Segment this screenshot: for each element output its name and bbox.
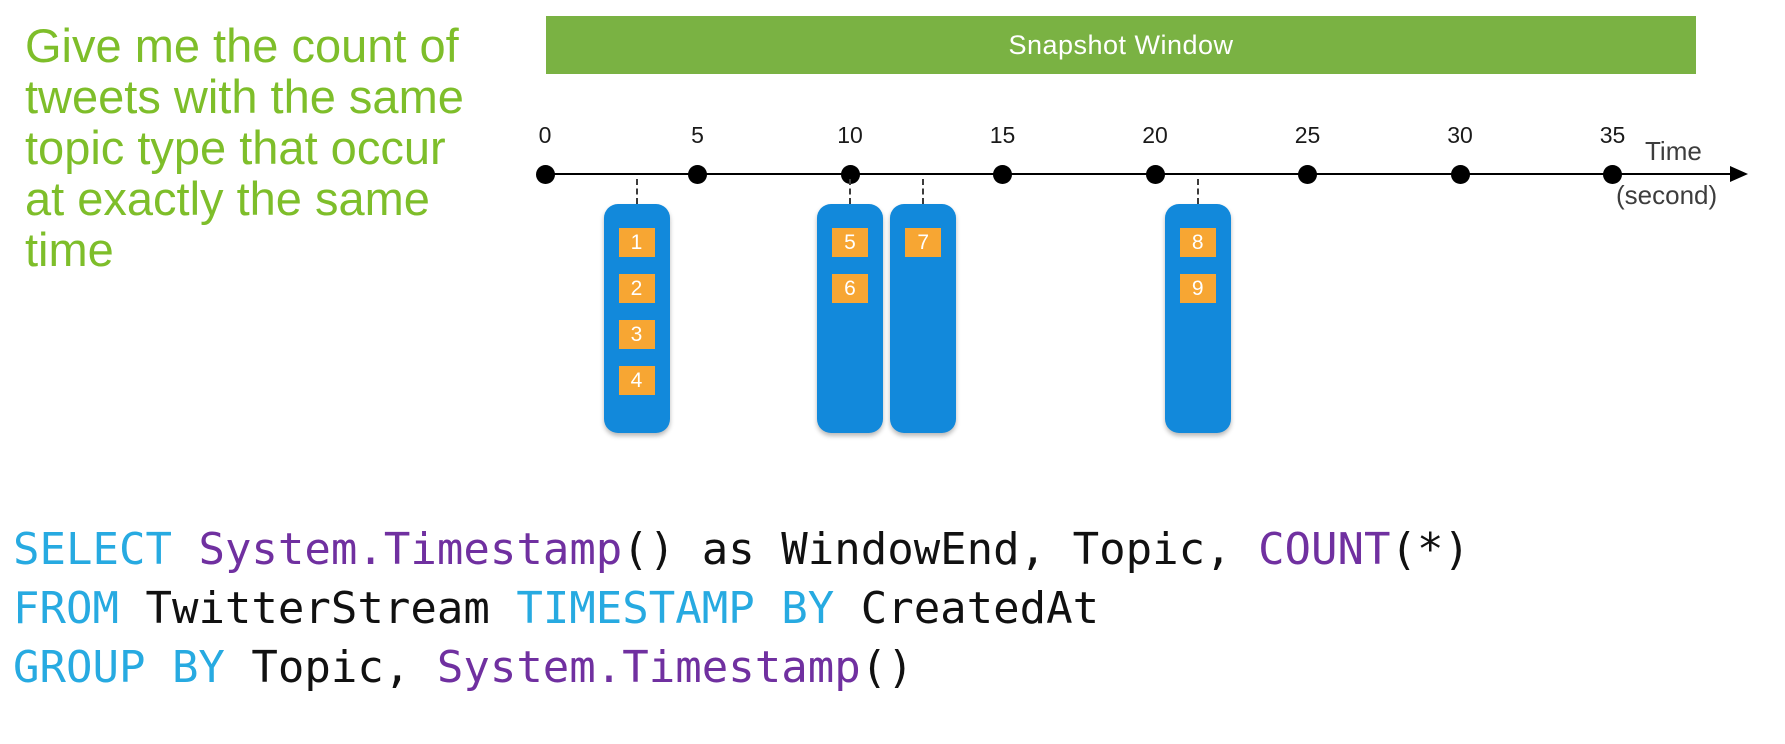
time-tick-label: 10 (837, 122, 863, 148)
time-tick-label: 25 (1294, 122, 1321, 148)
time-tick-label: 15 (989, 122, 1016, 148)
sql-code-line: FROM TwitterStream TIMESTAMP BY CreatedA… (13, 579, 1470, 638)
event-chip: 2 (618, 274, 655, 303)
sql-code-line: SELECT System.Timestamp() as WindowEnd, … (13, 520, 1470, 579)
time-tick-label: 5 (691, 122, 704, 148)
time-axis-arrowhead-icon (1730, 166, 1748, 182)
sql-token-plain: () (860, 642, 914, 693)
time-tick-dot (1603, 165, 1622, 184)
sql-code-line: GROUP BY Topic, System.Timestamp() (13, 638, 1470, 697)
event-chip: 8 (1179, 228, 1216, 257)
time-tick-dot (993, 165, 1012, 184)
event-group-connector (922, 179, 925, 204)
event-group-box: 7 (890, 204, 957, 433)
event-chip: 1 (618, 228, 655, 257)
sql-token-keyword: TIMESTAMP BY (516, 583, 835, 634)
event-chip: 4 (618, 366, 655, 395)
sql-token-plain: () as WindowEnd, Topic, (622, 524, 1259, 575)
sql-token-plain: TwitterStream (118, 583, 517, 634)
sql-token-plain: (*) (1390, 524, 1470, 575)
time-tick-label: 30 (1447, 122, 1473, 148)
time-axis-line (545, 173, 1737, 175)
question-line: topic type that occur (25, 121, 446, 174)
time-axis-label: Time (1645, 136, 1702, 166)
question-text: Give me the count of tweets with the sam… (25, 20, 464, 275)
sql-query: SELECT System.Timestamp() as WindowEnd, … (13, 520, 1470, 697)
question-line: time (25, 223, 114, 276)
time-tick-dot (1450, 165, 1470, 184)
event-group-box: 1 2 3 4 (603, 204, 670, 433)
event-chip: 7 (905, 228, 942, 257)
sql-token-keyword: FROM (13, 583, 119, 634)
event-chip: 6 (832, 274, 868, 303)
time-tick-label: 35 (1599, 122, 1626, 148)
event-chip: 5 (832, 228, 868, 257)
time-tick-dot (1145, 165, 1165, 184)
snapshot-window-banner: Snapshot Window (546, 16, 1696, 74)
snapshot-window-banner-label: Snapshot Window (1008, 29, 1234, 60)
time-tick-dot (1298, 165, 1317, 184)
event-group-connector (849, 179, 851, 204)
time-tick-label: 0 (538, 122, 552, 148)
sql-token-keyword: GROUP BY (13, 642, 225, 693)
question-line: at exactly the same (25, 172, 430, 225)
event-group-connector (635, 179, 638, 204)
time-tick-dot (535, 165, 555, 184)
sql-token-function: System.Timestamp (436, 642, 861, 693)
time-tick-dot (688, 165, 707, 184)
sql-token-function: System.Timestamp (198, 524, 623, 575)
sql-token-plain: Topic, (224, 642, 437, 693)
sql-token-function: COUNT (1258, 524, 1391, 575)
sql-token-plain (172, 524, 199, 575)
time-tick-label: 20 (1142, 122, 1168, 148)
question-line: tweets with the same (25, 70, 464, 123)
time-tick-dot (840, 165, 860, 184)
event-chip: 3 (618, 320, 655, 349)
event-group-connector (1196, 179, 1199, 204)
sql-token-keyword: SELECT (13, 524, 172, 575)
sql-token-plain: CreatedAt (834, 583, 1100, 634)
event-chip: 9 (1179, 274, 1216, 303)
question-line: Give me the count of (25, 19, 459, 72)
time-axis-unit-label: (second) (1616, 180, 1718, 210)
